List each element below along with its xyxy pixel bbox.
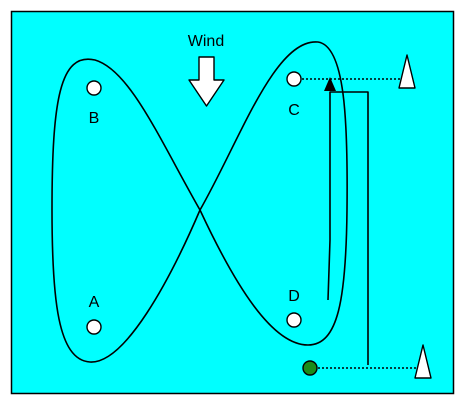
triangle-buoy-icon (414, 344, 432, 379)
mark-b-circle (86, 80, 102, 96)
down-arrow-icon (188, 56, 225, 107)
figure-eight-course-path (51, 41, 348, 363)
mark-a: A (86, 294, 102, 335)
route-arrowhead-icon (324, 77, 336, 91)
mark-d-label: D (288, 288, 300, 305)
mark-c-label: C (288, 102, 300, 119)
wind-label: Wind (188, 33, 224, 50)
mark-b: B (86, 80, 102, 127)
top-buoy (398, 54, 416, 89)
course-area (10, 10, 455, 395)
mark-c: C (286, 71, 302, 119)
mark-c-circle (286, 71, 302, 87)
route-line-to-c (327, 91, 369, 365)
mark-b-label: B (89, 110, 100, 127)
bottom-buoy (414, 344, 432, 379)
start-point-icon (302, 360, 318, 376)
triangle-buoy-icon (398, 54, 416, 89)
mark-a-label: A (89, 294, 100, 311)
mark-d-circle (286, 312, 302, 328)
mark-a-circle (86, 319, 102, 335)
mark-d: D (286, 288, 302, 328)
